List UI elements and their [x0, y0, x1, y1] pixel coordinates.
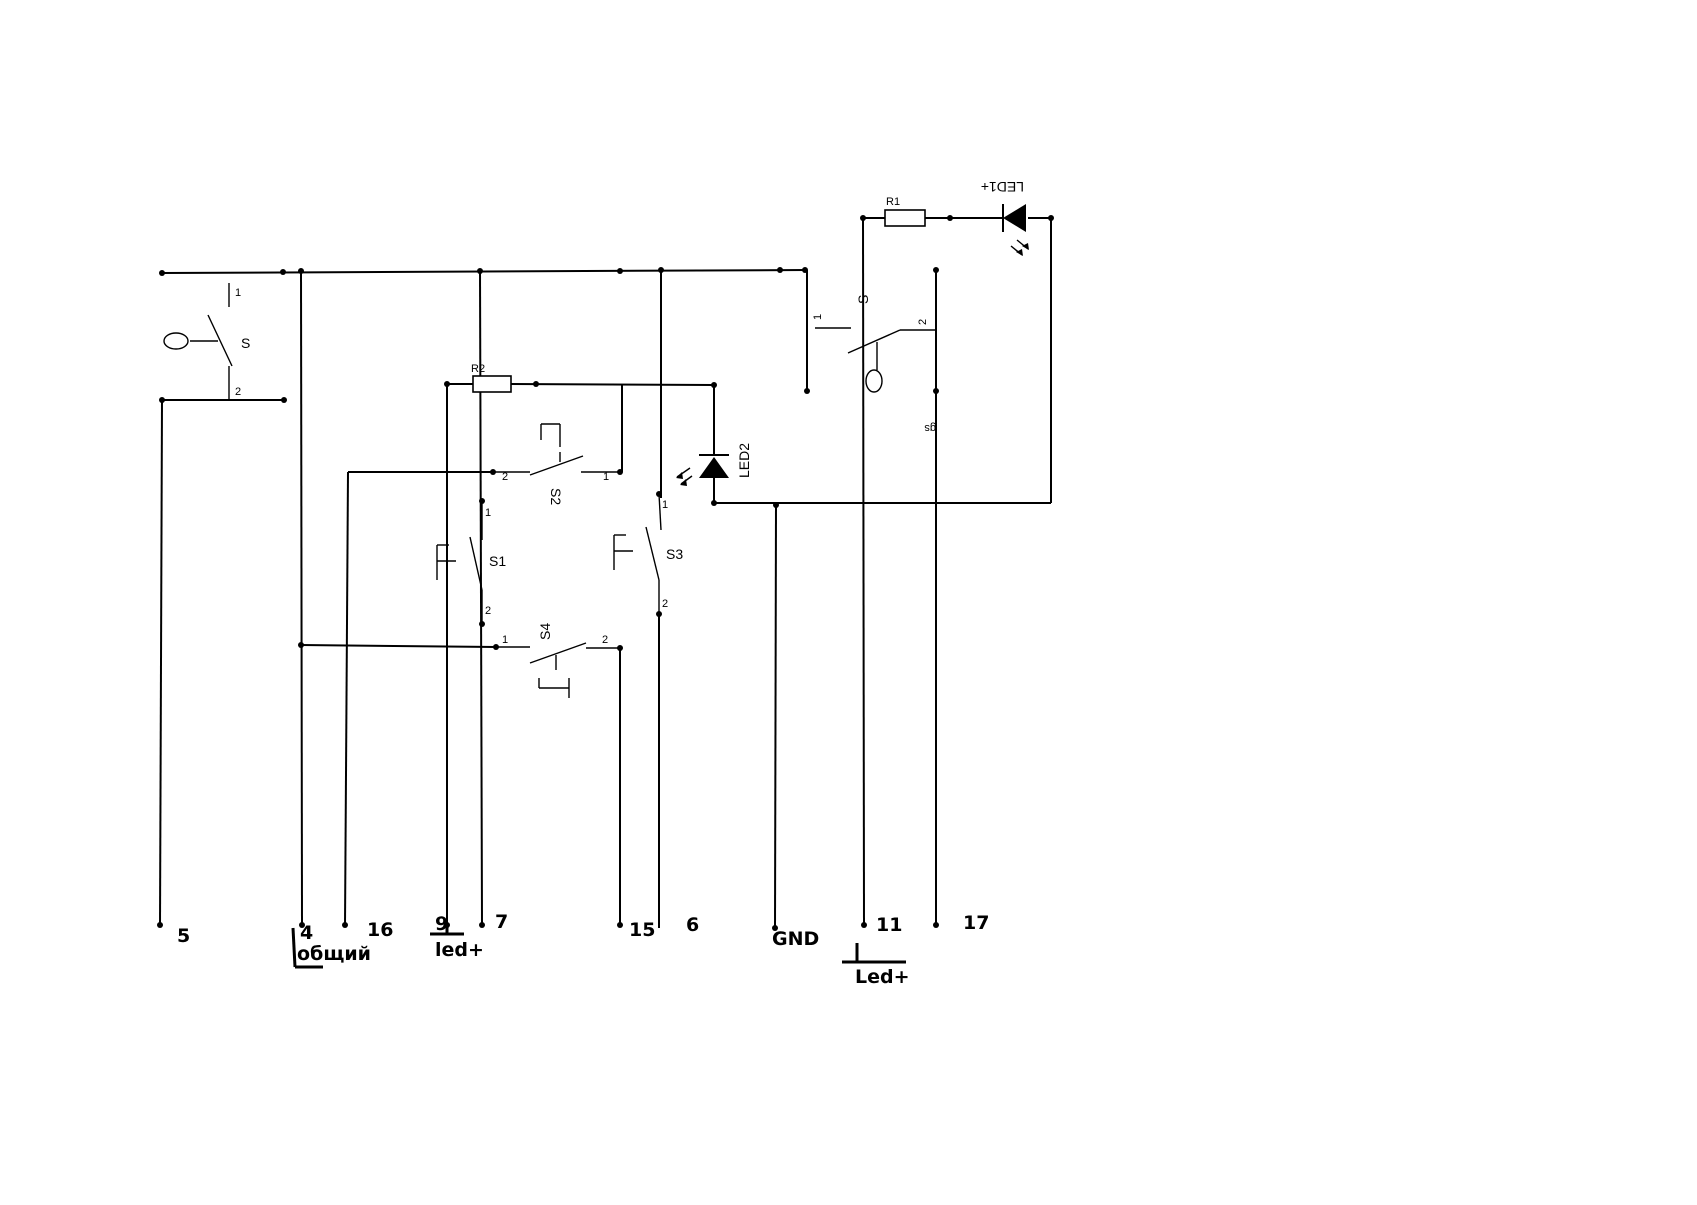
terminal-5: 5	[177, 925, 190, 947]
s1-pin2: 2	[485, 605, 491, 617]
s2-pushbutton	[348, 423, 623, 476]
s3-label: S3	[666, 546, 683, 562]
s3-pin1: 1	[662, 499, 668, 511]
right-switch-label: S	[855, 295, 871, 304]
s4-pin2: 2	[602, 634, 608, 646]
gs-label: gs	[924, 422, 936, 434]
r1-label: R1	[886, 196, 900, 208]
r1-led1-branch	[860, 204, 1054, 256]
s1-pushbutton	[436, 498, 485, 627]
terminal-7: 7	[495, 911, 508, 933]
s4-pushbutton	[298, 642, 623, 698]
terminal-11: 11	[876, 914, 902, 936]
terminal-17: 17	[963, 912, 989, 934]
s2-pin2: 2	[502, 471, 508, 483]
right-switch-pin1: 1	[812, 314, 824, 320]
note-led-plus-upper: Led+	[855, 966, 910, 988]
left-switch-pin2: 2	[235, 386, 241, 398]
terminal-16: 16	[367, 919, 393, 941]
terminal-gnd: GND	[772, 928, 819, 950]
led2-symbol	[676, 385, 729, 503]
terminal-9: 9	[435, 913, 448, 935]
right-switch-pin2: 2	[917, 319, 929, 325]
s1-label: S1	[489, 553, 506, 569]
right-key-switch	[804, 267, 939, 394]
top-bus	[159, 267, 808, 276]
common-bracket	[291, 927, 323, 969]
terminal-wires	[159, 217, 937, 929]
led-plus-upper-mark	[842, 943, 906, 964]
s2-label: S2	[548, 488, 564, 505]
s3-pushbutton	[613, 491, 662, 617]
left-switch-pin1: 1	[235, 287, 241, 299]
r2-branch	[444, 375, 717, 472]
left-key-switch	[159, 283, 287, 403]
terminal-6: 6	[686, 914, 699, 936]
s4-label: S4	[537, 623, 553, 640]
left-switch-label: S	[241, 335, 250, 351]
r2-label: R2	[471, 363, 485, 375]
led1-label: LED1+	[981, 179, 1024, 195]
s4-pin1: 1	[502, 634, 508, 646]
s1-pin1: 1	[485, 507, 491, 519]
terminal-4: 4	[300, 922, 313, 944]
note-led-plus-lower: led+	[435, 939, 484, 961]
s2-pin1: 1	[603, 471, 609, 483]
terminal-15: 15	[629, 919, 655, 941]
note-common: общий	[297, 943, 371, 965]
led2-label: LED2	[736, 443, 752, 478]
gnd-bus	[711, 218, 1052, 508]
s3-pin2: 2	[662, 598, 668, 610]
terminal-dots	[157, 922, 939, 931]
led-plus-lower-mark	[430, 925, 464, 936]
